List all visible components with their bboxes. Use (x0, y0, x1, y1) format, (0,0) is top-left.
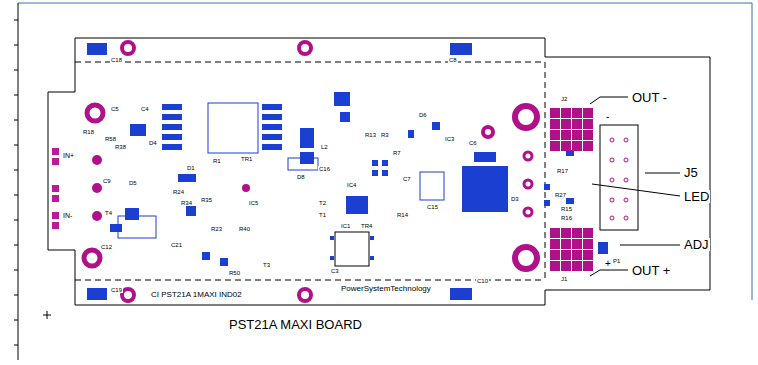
component-designator: R13 (364, 132, 377, 138)
polarity-mark: + (604, 259, 612, 269)
board-marking: CI PST21A 1MAXI IND02 (150, 291, 243, 299)
caption: PST21A MAXI BOARD (228, 318, 363, 331)
pin-label: IN+ (62, 152, 75, 159)
component-designator: R34 (180, 200, 193, 206)
component-designator: D5 (128, 180, 138, 186)
component-designator: R7 (392, 150, 402, 156)
component-designator: T2 (318, 200, 327, 206)
component-designator: R24 (172, 189, 185, 195)
component-designator: L2 (320, 144, 329, 150)
component-designator: R40 (238, 226, 251, 232)
component-designator: J2 (560, 96, 568, 102)
callout-label: OUT - (631, 91, 668, 104)
component-designator: R17 (556, 168, 569, 174)
component-designator: C15 (426, 204, 439, 210)
polarity-mark: - (605, 112, 610, 122)
callout-label: LED (683, 190, 710, 203)
component-designator: R1 (212, 158, 222, 164)
board-marking: PowerSystemTechnology (340, 285, 432, 293)
component-designator: R23 (210, 226, 223, 232)
component-designator: R18 (82, 129, 95, 135)
component-designator: TR4 (360, 223, 373, 229)
component-designator: T3 (262, 262, 271, 268)
component-designator: C9 (102, 178, 112, 184)
component-designator: T1 (318, 212, 327, 218)
component-designator: TR1 (240, 156, 253, 162)
component-designator: C19 (110, 287, 123, 293)
callout-label: OUT + (631, 264, 671, 277)
component-designator: R15 (560, 206, 573, 212)
component-designator: R50 (228, 270, 241, 276)
component-designator: P1 (612, 258, 621, 264)
component-designator: C5 (110, 106, 120, 112)
component-designator: R35 (200, 197, 213, 203)
pin-label: IN- (62, 212, 73, 219)
component-designator: IC3 (444, 136, 455, 142)
component-designator: IC5 (248, 200, 259, 206)
component-designator: C8 (448, 57, 458, 63)
component-designator: IC1 (340, 223, 351, 229)
component-designator: C12 (100, 244, 113, 250)
component-designator: C16 (318, 166, 331, 172)
callout-label: J5 (683, 166, 699, 179)
component-designator: C6 (468, 140, 478, 146)
component-designator: C7 (402, 176, 412, 182)
component-designator: D4 (148, 140, 158, 146)
component-designator: R58 (104, 136, 117, 142)
component-designator: C3 (330, 268, 340, 274)
component-designator: C18 (110, 57, 123, 63)
component-designator: C10 (476, 278, 489, 284)
component-designator: R14 (396, 212, 409, 218)
component-designator: R38 (114, 144, 127, 150)
component-designator: D6 (418, 112, 428, 118)
component-designator: C21 (170, 242, 183, 248)
component-designator: R3 (380, 132, 390, 138)
component-designator: R27 (554, 192, 567, 198)
component-designator: D8 (296, 174, 306, 180)
component-designator: T4 (104, 210, 113, 216)
component-designator: D1 (186, 165, 196, 171)
component-designator: R16 (560, 215, 573, 221)
component-designator: D3 (510, 196, 520, 202)
component-designator: IC4 (346, 182, 357, 188)
component-designator: J1 (560, 276, 568, 282)
component-designator: C4 (140, 106, 150, 112)
callout-label: ADJ (683, 238, 710, 251)
